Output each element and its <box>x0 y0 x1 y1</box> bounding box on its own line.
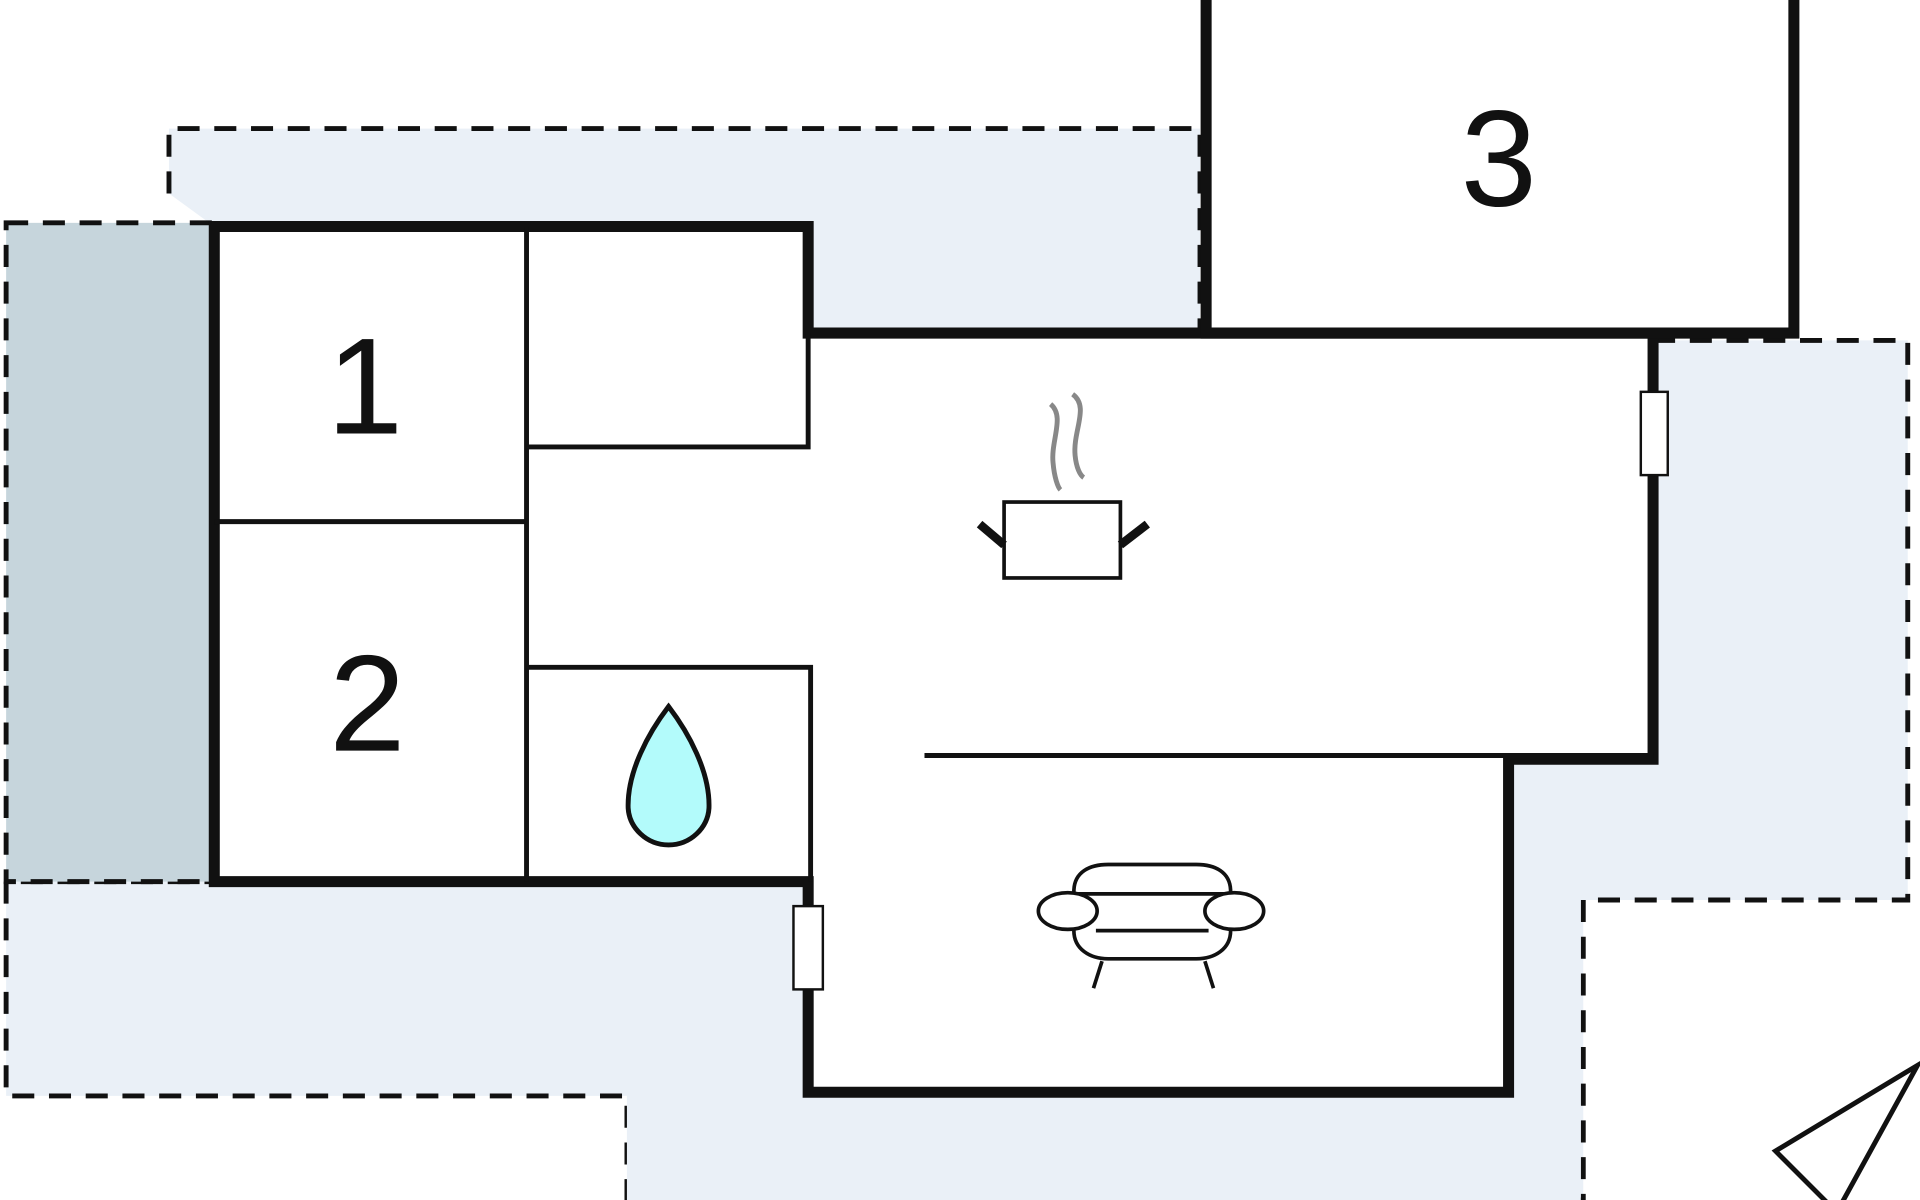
north-arrow-icon <box>1771 1060 1920 1200</box>
outer-wall <box>208 221 1659 1098</box>
room-3-label: 3 <box>1461 83 1537 236</box>
door-entrance <box>792 904 825 991</box>
covered-area <box>3 220 217 885</box>
living-sofa-icon <box>1036 862 1266 989</box>
bathroom-drop-icon <box>625 702 712 848</box>
room-1-label: 1 <box>327 310 403 463</box>
walls <box>208 0 1800 1098</box>
door-right <box>1639 390 1669 477</box>
kitchen-pot-icon <box>976 392 1150 580</box>
room-3-walls <box>1200 0 1800 339</box>
terrace-right <box>1506 337 1911 1200</box>
room-2-label: 2 <box>329 628 405 781</box>
